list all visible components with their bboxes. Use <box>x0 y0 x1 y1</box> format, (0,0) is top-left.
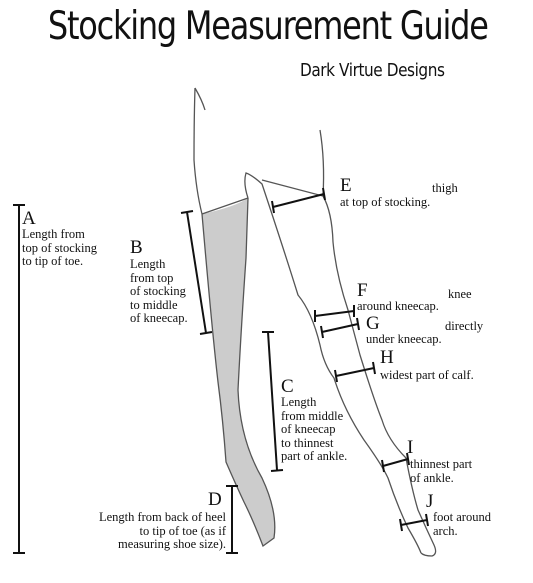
marker-g <box>320 317 360 339</box>
marker-e <box>271 187 326 214</box>
label-j-text: foot around arch. <box>433 510 491 538</box>
label-f-text: around kneecap. <box>357 299 439 313</box>
brand-subtitle: Dark Virtue Designs <box>300 60 445 81</box>
marker-i <box>381 452 410 473</box>
label-b-letter: B <box>130 237 143 258</box>
label-a-text: Length from top of stocking to tip of to… <box>22 227 97 268</box>
label-i-text: thinnest part of ankle. <box>410 457 473 485</box>
label-c-letter: C <box>281 376 294 397</box>
right-leg-outline <box>244 172 422 554</box>
marker-j <box>399 513 429 532</box>
marker-a <box>13 204 25 554</box>
label-f-word: knee <box>448 287 472 301</box>
page-title: Stocking Measurement Guide <box>47 4 489 49</box>
label-g-text: under kneecap. <box>366 332 442 346</box>
label-a-letter: A <box>22 208 36 229</box>
label-h-letter: H <box>380 347 394 368</box>
label-i-letter: I <box>407 437 414 458</box>
label-j-letter: J <box>426 491 434 512</box>
marker-d <box>226 485 238 554</box>
label-c-text: Length from middle of kneecap to thinnes… <box>281 395 348 463</box>
label-e-word: thigh <box>432 181 458 195</box>
label-b-text: Length from top of stocking to middle of… <box>130 257 188 325</box>
marker-c <box>262 331 284 472</box>
label-e-letter: E <box>340 175 352 196</box>
label-f-letter: F <box>357 280 368 301</box>
label-e-text: at top of stocking. <box>340 195 431 209</box>
label-h-text: widest part of calf. <box>380 368 474 382</box>
marker-b <box>180 210 213 335</box>
marker-h <box>334 361 376 383</box>
label-g-word: directly <box>445 319 484 333</box>
label-d-text: Length from back of heel to tip of toe (… <box>98 510 226 551</box>
label-g-letter: G <box>366 313 380 334</box>
marker-f <box>314 305 355 322</box>
label-d-letter: D <box>208 489 222 510</box>
